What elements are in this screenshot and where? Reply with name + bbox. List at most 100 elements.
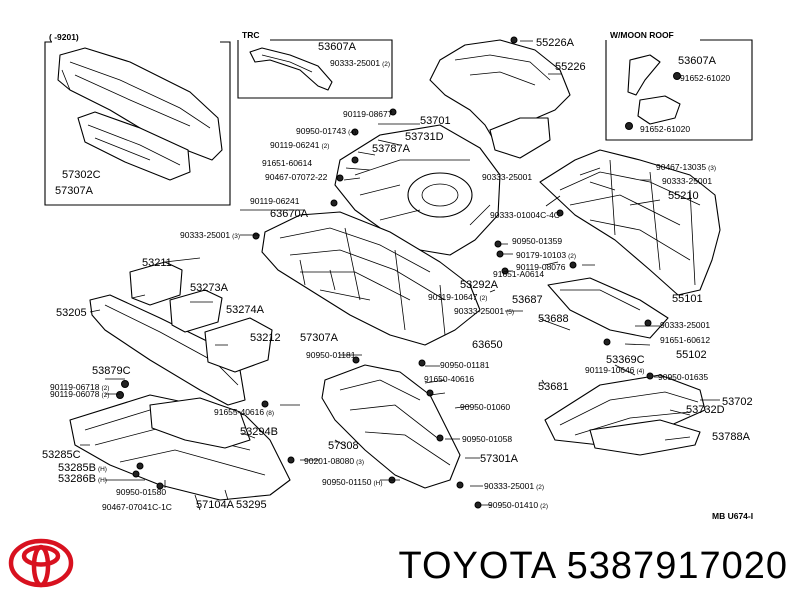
toyota-logo-icon: [8, 538, 74, 588]
part-label: 53687: [512, 294, 543, 306]
part-label: 53879C: [92, 365, 131, 377]
part-quantity: (5): [506, 309, 514, 316]
part-label: 90467-13035(3): [656, 162, 716, 172]
label-layer: 57302C57307A53607A90333-25001(2)55226A55…: [42, 37, 753, 512]
part-label: 55101: [672, 293, 703, 305]
part-label: 53788A: [712, 431, 751, 443]
part-front-crossmember: [89, 294, 246, 406]
part-label: 57302C: [62, 169, 101, 181]
part-label: 90333-25001(2): [484, 481, 544, 491]
part-label: 91651-60614: [262, 158, 312, 168]
part-label: 53292A: [460, 279, 499, 291]
part-label: 90950-01181: [440, 360, 490, 370]
part-label: 55210: [668, 190, 699, 202]
part-quantity: (8): [266, 410, 274, 417]
part-label: 55102: [676, 349, 707, 361]
inset-early-model: ( -9201): [44, 32, 231, 206]
part-label: 57307A: [55, 185, 94, 197]
part-quantity: (2): [321, 143, 329, 150]
part-quantity: (3): [708, 165, 716, 172]
leader-lines: [80, 40, 720, 511]
part-label: 53369C: [606, 354, 645, 366]
part-label: 53701: [420, 115, 451, 127]
inset-moon-roof-title: W/MOON ROOF: [610, 30, 674, 40]
part-label: 90950-01635: [658, 372, 708, 382]
part-label: 90119-08677: [343, 109, 393, 119]
part-label: 90119-08076: [516, 262, 566, 272]
part-label: 53607A: [678, 55, 717, 67]
part-label: 53285C: [42, 449, 81, 461]
part-rear-panel: [539, 149, 721, 296]
part-label: 91650-40616: [424, 374, 474, 384]
part-label: 90467-07072-22: [265, 172, 328, 182]
part-label: 90119-10647(2): [428, 292, 487, 302]
part-label: 90333-25001(2): [330, 58, 390, 68]
part-label: 90179-10103(2): [516, 250, 576, 260]
part-quantity: (4): [636, 368, 644, 375]
part-quantity: (2): [536, 484, 544, 491]
part-label: 91651-60612: [660, 335, 710, 345]
part-quantity: (2): [568, 253, 576, 260]
part-label: 53285B(H): [58, 462, 107, 474]
part-label: 90119-06241: [250, 196, 300, 206]
part-label: 90333-25001: [660, 320, 710, 330]
part-label: 90333-25001(5): [454, 306, 514, 316]
part-label: 53295: [236, 499, 267, 511]
part-label: 90201-08080(3): [304, 456, 364, 466]
part-main-floor: [261, 211, 481, 346]
diagram-ref-code: MB U674-I: [712, 511, 753, 521]
part-label: 90119-06078(2): [50, 389, 109, 399]
part-label: 90333-25001: [662, 176, 712, 186]
part-label: 53702: [722, 396, 753, 408]
part-quantity: (2): [101, 392, 109, 399]
part-label: 90333-01004C-4C: [490, 210, 560, 220]
part-label: 91652-61020: [640, 124, 690, 134]
part-label: 90950-01058: [462, 434, 512, 444]
part-quantity: (2): [540, 503, 548, 510]
part-label: 57308: [328, 440, 359, 452]
part-label: 53787A: [372, 143, 411, 155]
part-label: 90950-01359: [512, 236, 562, 246]
part-label: 91655-40616(8): [214, 407, 274, 417]
part-label: 53286B(H): [58, 473, 107, 485]
part-label: 53274A: [226, 304, 265, 316]
part-label: 90950-01181: [306, 350, 356, 360]
part-label: 91651-A0614: [493, 269, 544, 279]
part-label: 90119-10646(4): [585, 365, 644, 375]
part-label: 90119-06241(2): [270, 140, 329, 150]
part-label: 53681: [538, 381, 569, 393]
part-label: 90950-01743(4): [296, 126, 356, 136]
part-label: 90950-01150(H): [322, 477, 383, 487]
part-quantity: (H): [98, 466, 107, 473]
part-label: 90119-06718(2): [50, 382, 109, 392]
part-label: 90950-01060: [460, 402, 510, 412]
part-label: 53211: [142, 257, 172, 269]
part-label: 53212: [250, 332, 281, 344]
part-label: 57301A: [480, 453, 519, 465]
inset-trc: TRC: [237, 30, 393, 99]
part-quantity: (H): [373, 480, 382, 487]
part-quantity: (3): [232, 233, 240, 240]
part-quantity: (2): [382, 61, 390, 68]
part-label: 53294B: [240, 426, 278, 438]
inset-early-title: ( -9201): [49, 32, 79, 42]
part-label: 90333-25001: [482, 172, 532, 182]
part-rear-bracket: [547, 277, 669, 339]
part-label: 91652-61020: [680, 73, 730, 83]
part-label: 90333-25001(3): [180, 230, 240, 240]
part-bracket-53274A: [169, 289, 223, 333]
part-quantity: (4): [348, 129, 356, 136]
brand-part-number: TOYOTA 5387917020: [398, 545, 788, 587]
part-label: 53731D: [405, 131, 444, 143]
part-label: 53732D: [686, 404, 725, 416]
part-quantity: (3): [356, 459, 364, 466]
part-quantity: (H): [98, 477, 107, 484]
part-label: 53205: [56, 307, 87, 319]
inset-moon-roof: W/MOON ROOF: [605, 30, 753, 141]
part-label: 90950-01580: [116, 487, 166, 497]
part-label: 53607A: [318, 41, 357, 53]
part-label: 63650: [472, 339, 503, 351]
part-label: 90467-07041C-1C: [102, 502, 172, 512]
inset-trc-title: TRC: [242, 30, 259, 40]
